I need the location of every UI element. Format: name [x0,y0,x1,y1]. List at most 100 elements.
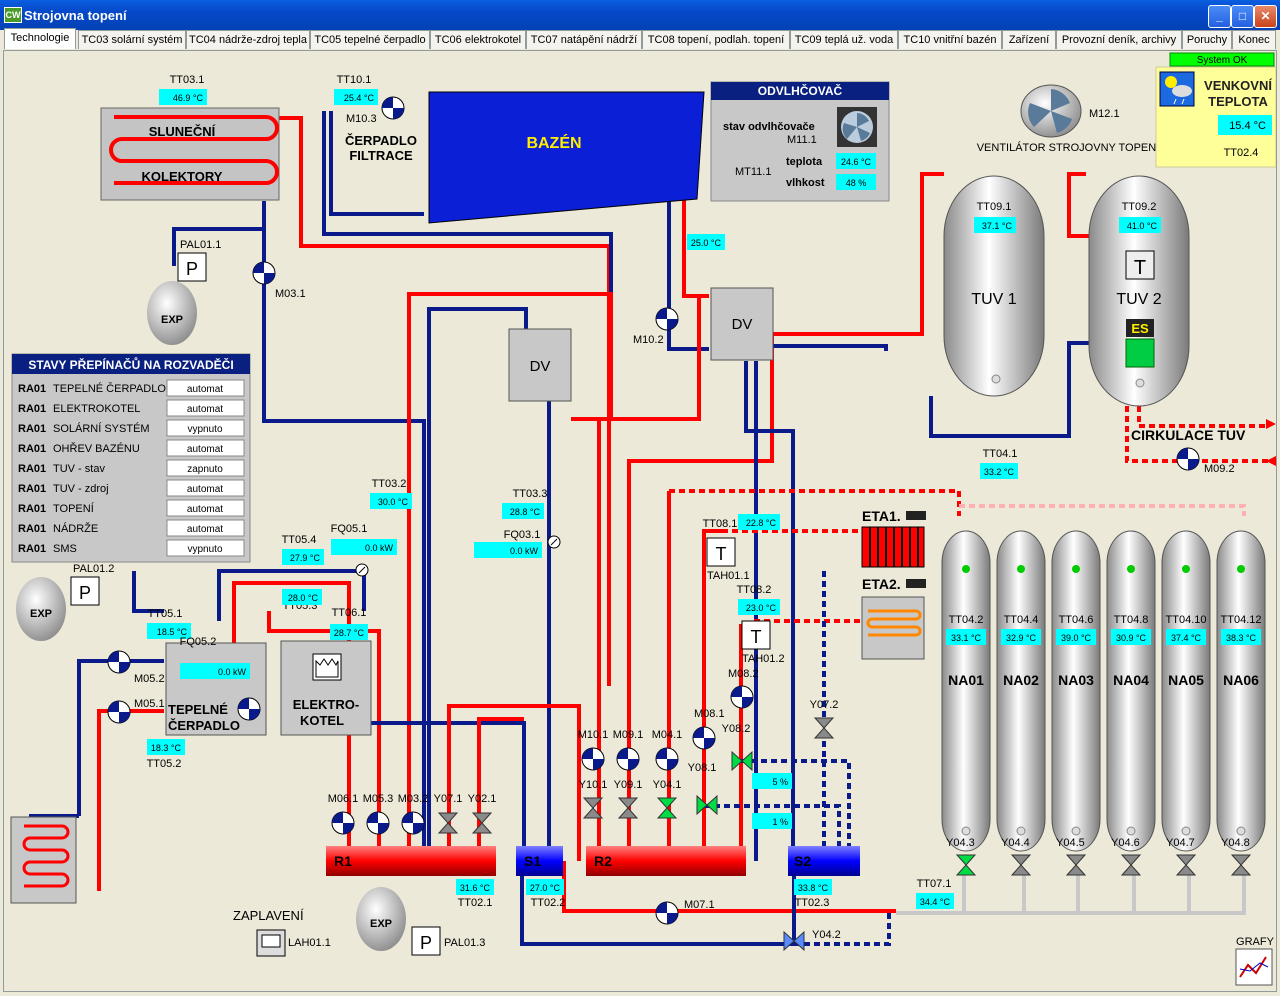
thermostat-tah012[interactable]: T [741,620,771,650]
temp-tag-6: TT03.2 [372,478,407,490]
valve-tank-3[interactable] [1120,854,1142,876]
tank-tuv2[interactable]: TUV 2 T ES [1088,175,1190,407]
pump-m071[interactable] [655,901,679,925]
valve-y081[interactable] [696,794,718,816]
grafy-button[interactable]: GRAFY [1235,936,1275,986]
floor-heating-coil[interactable] [10,816,77,904]
tank-name: NA01 [948,672,984,688]
pump-r1-2[interactable] [401,811,425,835]
tank-temp-tag: TT04.4 [1004,614,1039,626]
tank-temp-value: 38.3 °C [1226,633,1257,643]
tab-konec[interactable]: Konec [1232,30,1276,49]
switch-name: TUV - stav [53,463,105,475]
bar-r2[interactable]: R2 [586,846,746,876]
tab-tc03[interactable]: TC03 solární systém [78,30,186,49]
valve-r1-1[interactable] [471,812,493,834]
eta1-radiator[interactable]: ETA1. [861,508,926,568]
bar-s2[interactable]: S2 [788,846,860,876]
electric-boiler[interactable]: ELEKTRO- KOTEL [280,640,372,736]
eta2-floor-heating[interactable]: ETA2. [861,576,926,660]
pump-r1-1[interactable] [366,811,390,835]
tank-tuv1[interactable]: TUV 1 [943,175,1045,397]
pump-m051[interactable] [107,700,131,724]
tag-y042: Y04.2 [812,929,841,941]
pump-m103[interactable] [381,96,405,120]
minimize-button[interactable]: _ [1208,5,1231,28]
tab-tc08[interactable]: TC08 topení, podlah. topení [642,30,790,49]
pump-r2-2[interactable] [655,747,679,771]
tab-tc07[interactable]: TC07 natápění nádrží [526,30,642,49]
tag-pump-r1-0: M06.1 [328,793,359,805]
switch-code: RA01 [18,403,46,415]
pump-r2-1[interactable] [616,747,640,771]
valve-tank-5[interactable] [1230,854,1252,876]
pressure-sensor-pal012[interactable]: P [70,576,100,606]
tab-tc06[interactable]: TC06 elektrokotel [430,30,526,49]
close-button[interactable]: ✕ [1254,5,1277,28]
valve-r2-0[interactable] [582,797,604,819]
pump-r1-0[interactable] [331,811,355,835]
pump-r2-0[interactable] [581,747,605,771]
valve-y042[interactable] [783,930,805,952]
valve-r1-0[interactable] [437,812,459,834]
outdoor-temp-panel[interactable]: VENKOVNÍ TEPLOTA 15.4 °C TT02.4 [1155,66,1277,168]
tab-tc04[interactable]: TC04 nádrže-zdroj tepla [186,30,310,49]
valve-y082[interactable] [731,750,753,772]
tab-tc05[interactable]: TC05 tepelné čerpadlo [310,30,430,49]
expansion-vessel-1[interactable]: EXP [147,281,197,345]
pressure-sensor-pal013[interactable]: P [411,926,441,956]
maximize-button[interactable]: □ [1231,5,1254,28]
valve-tank-1[interactable] [1010,854,1032,876]
pump-m031[interactable] [252,261,276,285]
tab-technologie[interactable]: Technologie [4,28,76,49]
valve-tank-0[interactable] [955,854,977,876]
pump-m092[interactable] [1176,447,1200,471]
pump-m102[interactable] [655,307,679,331]
tab-poruchy[interactable]: Poruchy [1182,30,1232,49]
title-bar: CW Strojovna topení _ □ ✕ [0,0,1280,30]
pump-m081[interactable] [692,726,716,750]
switch-value: automat [187,484,223,495]
pump-m082[interactable] [730,685,754,709]
tab-provozni-denik[interactable]: Provozní deník, archivy [1056,30,1182,49]
ventilator-fan-icon[interactable] [1020,84,1082,138]
temp-value-4-text: 41.0 °C [1127,221,1158,231]
pump-heatpump-icon[interactable] [237,697,261,721]
valve-y072[interactable] [813,717,835,739]
expansion-vessel-2[interactable]: EXP [16,577,66,641]
bar-r1[interactable]: R1 [326,846,496,876]
valve-r2-2[interactable] [656,797,678,819]
tab-tc09[interactable]: TC09 teplá už. voda [790,30,898,49]
valve-r2-1[interactable] [617,797,639,819]
pump-m052[interactable] [107,650,131,674]
dv-exchanger-1[interactable]: DV [508,328,572,402]
tab-zarizeni[interactable]: Zařízení [1002,30,1056,49]
temp-value-3-text: 37.1 °C [982,221,1013,231]
dehum-state-label: stav odvlhčovače [723,121,815,133]
heat-pump[interactable]: TEPELNÉ ČERPADLO [165,642,267,736]
dv-exchanger-2[interactable]: DV [710,287,774,361]
dehum-temp-label: teplota [786,156,823,168]
valve-tank-4[interactable] [1175,854,1197,876]
flood-sensor[interactable] [256,929,286,957]
thermostat-tah011[interactable]: T [706,537,736,567]
pool[interactable]: BAZÉN [428,91,705,224]
dehum-title: ODVLHČOVAČ [758,83,843,98]
dehumidifier-panel[interactable]: ODVLHČOVAČ stav odvlhčovače M11.1 MT11.1… [710,81,890,202]
tag-valve-r1-1: Y02.1 [468,793,497,805]
bar-s1[interactable]: S1 [516,846,563,876]
s2-label: S2 [794,853,811,869]
pressure-sensor-pal011[interactable]: P [177,252,207,282]
temp-value-4: 41.0 °C [1119,217,1161,233]
temp-value-2-text: 25.0 °C [691,238,722,248]
valve-tank-2[interactable] [1065,854,1087,876]
expansion-vessel-3[interactable]: EXP [356,887,406,951]
tab-tc10[interactable]: TC10 vnitřní bazén [898,30,1002,49]
solar-collector[interactable]: SLUNEČNÍ KOLEKTORY [100,107,280,201]
